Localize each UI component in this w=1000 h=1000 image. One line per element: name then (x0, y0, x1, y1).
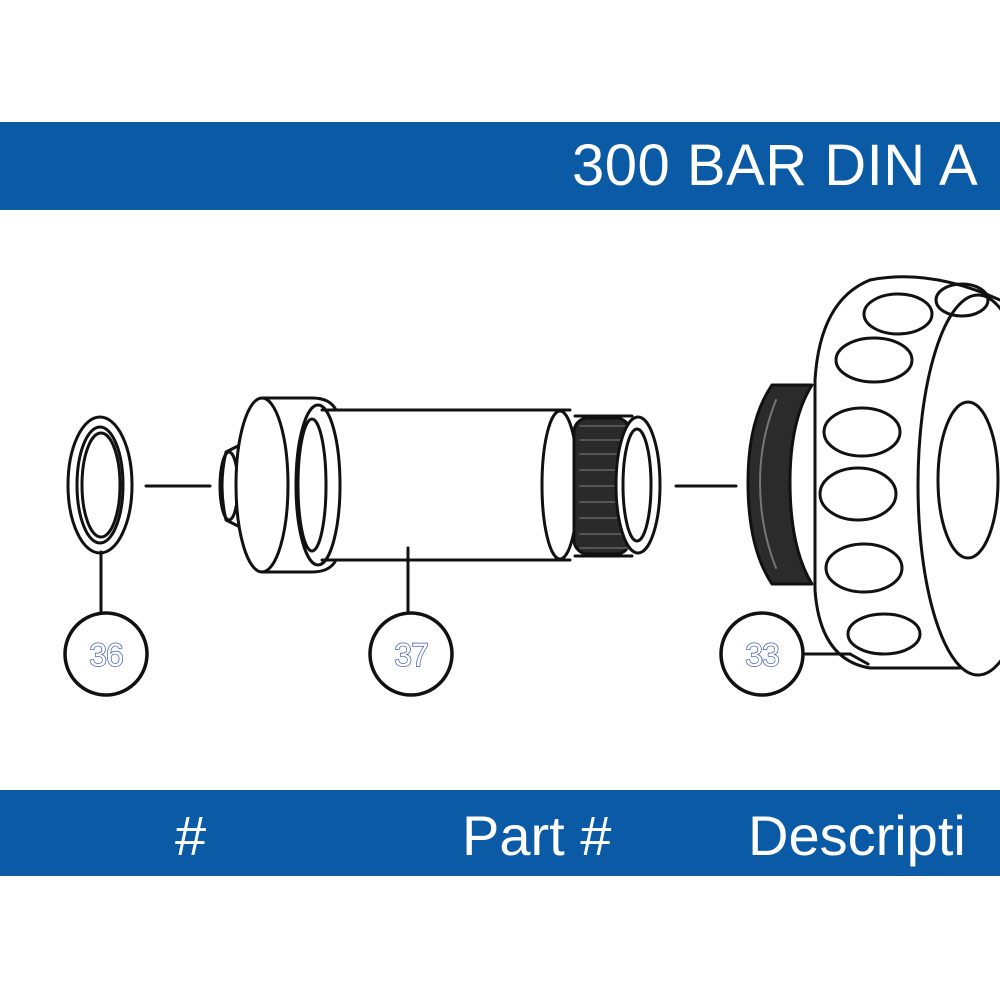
din-handwheel-part (746, 275, 1000, 677)
callout-36-label: 36 (89, 637, 123, 673)
callout-37: 37 (368, 611, 454, 697)
column-header-number: # (175, 804, 207, 867)
callout-33: 33 (719, 611, 805, 697)
callout-36: 36 (63, 611, 149, 697)
column-header-description: Descripti (748, 804, 966, 867)
column-header-part-number: Part # (462, 804, 612, 867)
parts-table-header: # Part # Descripti (0, 790, 1000, 876)
o-ring-part (66, 415, 134, 555)
din-adapter-body-part (218, 396, 662, 614)
title-banner: 300 BAR DIN A (0, 122, 1000, 210)
diagram-title: 300 BAR DIN A (572, 133, 979, 198)
callout-33-label: 33 (745, 637, 779, 673)
callout-37-label: 37 (394, 637, 428, 673)
